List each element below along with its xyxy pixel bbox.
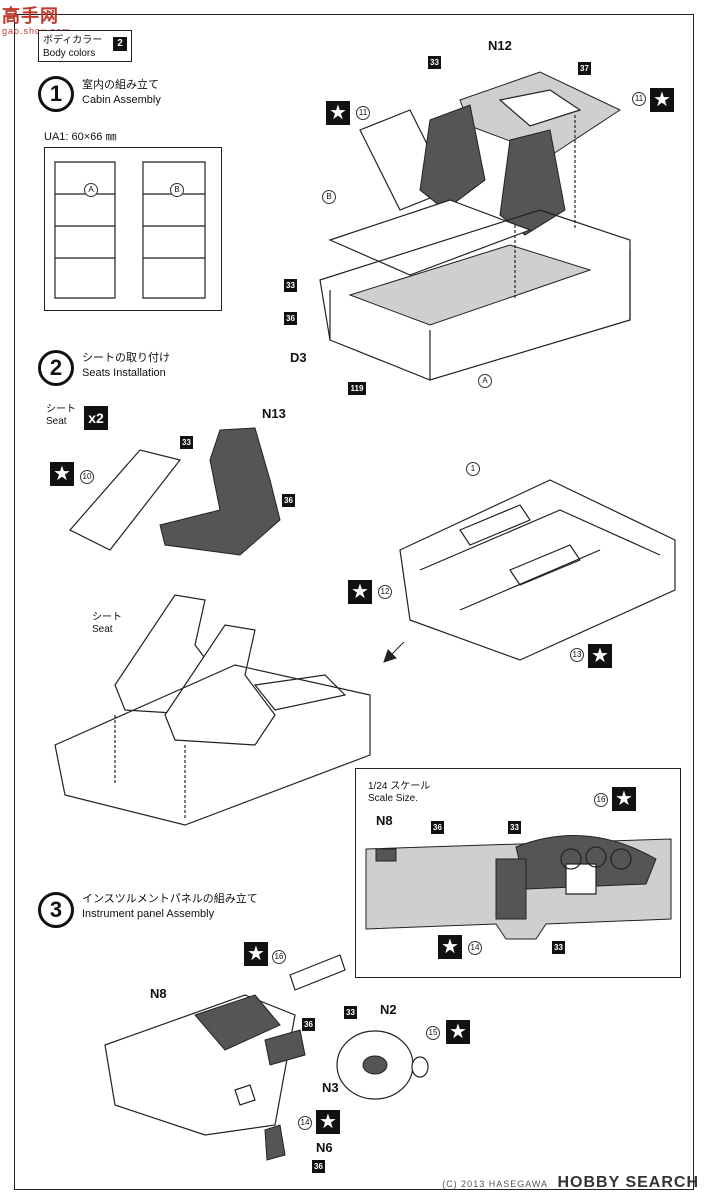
arrow-down-left-icon	[383, 641, 405, 663]
watermark-url: gao.shou.com	[2, 26, 71, 36]
seats-installed-drawing	[54, 594, 371, 826]
part-n8: N8	[150, 986, 167, 1001]
decal-11-b: 11	[632, 92, 646, 106]
star-icon: ★	[244, 942, 268, 966]
footer-brand: (C) 2013 HASEGAWA HOBBY SEARCH	[442, 1174, 699, 1192]
footer-brand-name: HOBBY SEARCH	[557, 1174, 699, 1191]
color-tag-33-d: 33	[508, 821, 521, 834]
decal-13: 13	[570, 648, 584, 662]
seat-label-jp: シート	[46, 404, 76, 415]
decal-11-a: 11	[356, 106, 370, 120]
seat-part-drawing	[69, 427, 281, 556]
step-3-title: インスツルメントパネルの組み立て Instrument panel Assemb…	[82, 892, 258, 922]
step-1-number: 1	[38, 76, 74, 112]
color-tag-119: 119	[348, 382, 366, 395]
part-n12: N12	[488, 38, 512, 53]
decal-b-marker: B	[170, 183, 184, 197]
part-n2: N2	[380, 1002, 397, 1017]
step-1-title-jp: 室内の組み立て	[82, 79, 159, 91]
star-icon: ★	[446, 1020, 470, 1044]
step-2-title-jp: シートの取り付け	[82, 352, 170, 364]
step-2-title-en: Seats Installation	[82, 367, 166, 379]
decal-b-callout: B	[322, 190, 336, 204]
step-2-title: シートの取り付け Seats Installation	[82, 351, 170, 381]
color-tag-36-a: 36	[284, 312, 297, 325]
star-icon: ★	[588, 644, 612, 668]
color-tag-33-e: 33	[552, 941, 565, 954]
step-3-title-jp: インスツルメントパネルの組み立て	[82, 893, 258, 905]
color-tag-33-c: 33	[180, 436, 193, 449]
decal-sheet: A B	[44, 147, 222, 311]
step-3-title-en: Instrument panel Assembly	[82, 908, 215, 920]
decal-16: 16	[272, 950, 286, 964]
decal-14: 14	[298, 1116, 312, 1130]
decal-sheet-label: UA1: 60×66 ㎜	[44, 131, 117, 143]
part-n3: N3	[322, 1080, 339, 1095]
scale-label-jp: 1/24 スケール	[368, 781, 431, 792]
scale-label-en: Scale Size.	[368, 793, 419, 804]
seat-label-2-jp: シート	[92, 612, 122, 623]
color-tag-36-d: 36	[302, 1018, 315, 1031]
decal-10: 10	[80, 470, 94, 484]
footer-copyright: (C) 2013 HASEGAWA	[442, 1179, 549, 1189]
instrument-panel-drawing	[104, 954, 429, 1161]
star-icon: ★	[650, 88, 674, 112]
body-colors-number: 2	[113, 37, 127, 51]
seat-label: シート Seat	[46, 404, 76, 428]
color-tag-36-c: 36	[431, 821, 444, 834]
dashboard-scale-drawing	[365, 835, 672, 940]
star-icon: ★	[50, 462, 74, 486]
part-d3: D3	[290, 350, 307, 365]
cabin-assembly-drawing	[319, 71, 631, 381]
color-tag-33-b: 33	[284, 279, 297, 292]
star-icon: ★	[348, 580, 372, 604]
body-colors-en: Body colors	[43, 48, 96, 59]
seat-label-2: シート Seat	[92, 612, 122, 636]
color-tag-36-b: 36	[282, 494, 295, 507]
color-tag-37: 37	[578, 62, 591, 75]
page-border	[14, 14, 694, 1190]
part-n6: N6	[316, 1140, 333, 1155]
decal-12: 12	[378, 585, 392, 599]
seat-count: x2	[84, 406, 108, 430]
step-3-number: 3	[38, 892, 74, 928]
step-1-title: 室内の組み立て Cabin Assembly	[82, 78, 161, 108]
seat-label-2-en: Seat	[92, 624, 113, 635]
color-tag-36-e: 36	[312, 1160, 325, 1173]
decal-14-scale: 14	[468, 941, 482, 955]
star-icon: ★	[326, 101, 350, 125]
part-n8-scale: N8	[376, 813, 393, 828]
seat-label-en: Seat	[46, 416, 67, 427]
step-2-number: 2	[38, 350, 74, 386]
decal-a-callout: A	[478, 374, 492, 388]
decal-16-scale: 16	[594, 793, 608, 807]
decal-sheet-drawing	[54, 161, 206, 299]
body-colors-box: ボディカラー Body colors 2	[38, 30, 132, 62]
part-n13: N13	[262, 406, 286, 421]
star-icon: ★	[612, 787, 636, 811]
color-tag-33-a: 33	[428, 56, 441, 69]
scale-label: 1/24 スケール Scale Size.	[368, 781, 430, 805]
decal-1-callout: 1	[466, 462, 480, 476]
decal-a-marker: A	[84, 183, 98, 197]
color-tag-33-f: 33	[344, 1006, 357, 1019]
star-icon: ★	[438, 935, 462, 959]
step-1-title-en: Cabin Assembly	[82, 94, 161, 106]
watermark-logo: 高手网 gao.shou.com	[2, 6, 71, 36]
body-colors-jp: ボディカラー	[43, 35, 103, 46]
cabin-floor-drawing	[399, 479, 676, 661]
decal-15: 15	[426, 1026, 440, 1040]
scale-size-box: 1/24 スケール Scale Size. N8 36 33 16 ★ ★ 14…	[355, 768, 681, 978]
star-icon: ★	[316, 1110, 340, 1134]
